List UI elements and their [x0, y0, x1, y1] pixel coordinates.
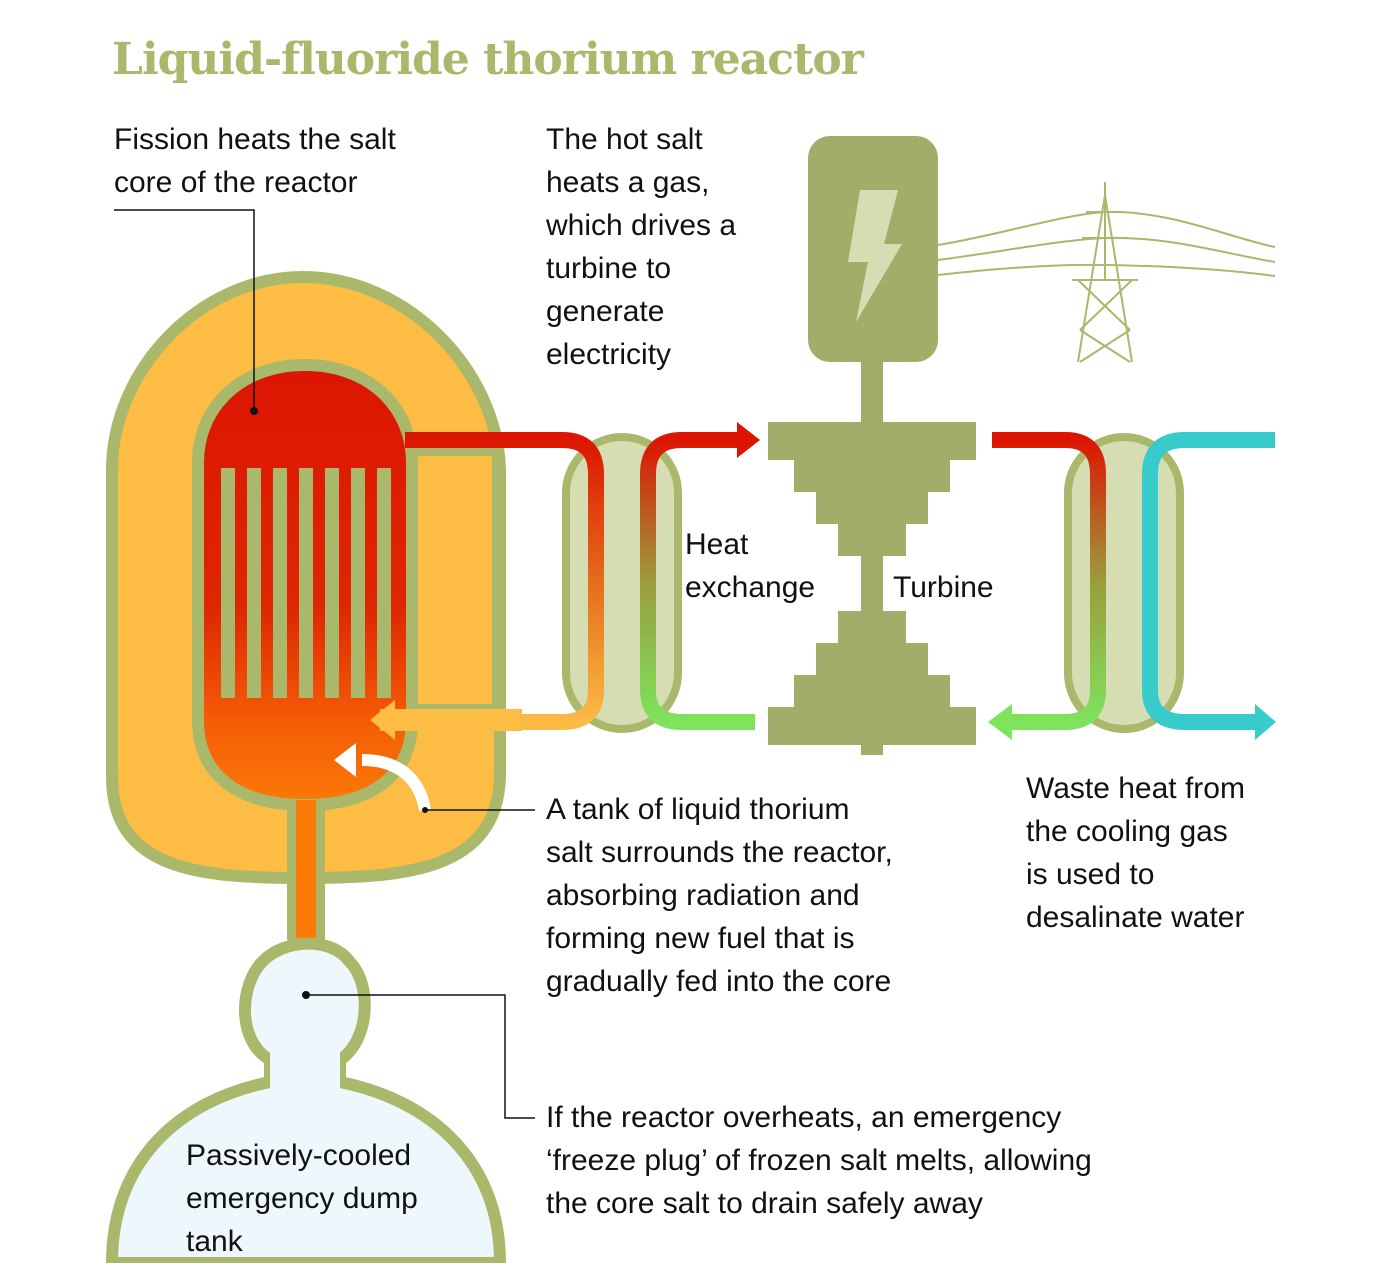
waste-heat-label: Waste heat from the cooling gas is used …: [1026, 772, 1245, 934]
reactor-core: [192, 358, 418, 812]
moderator-rods: [221, 468, 391, 698]
dump-tank: [105, 937, 507, 1268]
dump-tank-label: Passively-cooled emergency dump tank: [186, 1139, 418, 1258]
overheat-label: If the reactor overheats, an emergency ‘…: [546, 1101, 1092, 1220]
feed-arrows: [334, 700, 522, 813]
heat-exchanger-2: [988, 432, 1276, 740]
heat-exchange-label: Heat exchange: [685, 528, 816, 604]
leader-lines: [114, 209, 535, 1119]
thorium-tank-label: A tank of liquid thorium salt surrounds …: [546, 793, 893, 998]
power-pylon-icon: [937, 182, 1276, 363]
diagram-title: Liquid-fluoride thorium reactor: [112, 34, 864, 85]
generator: [808, 136, 938, 362]
turbine: [768, 362, 976, 755]
hot-salt-label: The hot salt heats a gas, which drives a…: [546, 123, 737, 371]
drain-pipe: [287, 800, 325, 975]
lightning-bolt-icon: [848, 190, 902, 322]
inlet-channel: [404, 444, 504, 716]
fission-label: Fission heats the salt core of the react…: [114, 123, 396, 199]
heat-exchanger-1: [405, 422, 760, 733]
turbine-label: Turbine: [893, 571, 994, 604]
